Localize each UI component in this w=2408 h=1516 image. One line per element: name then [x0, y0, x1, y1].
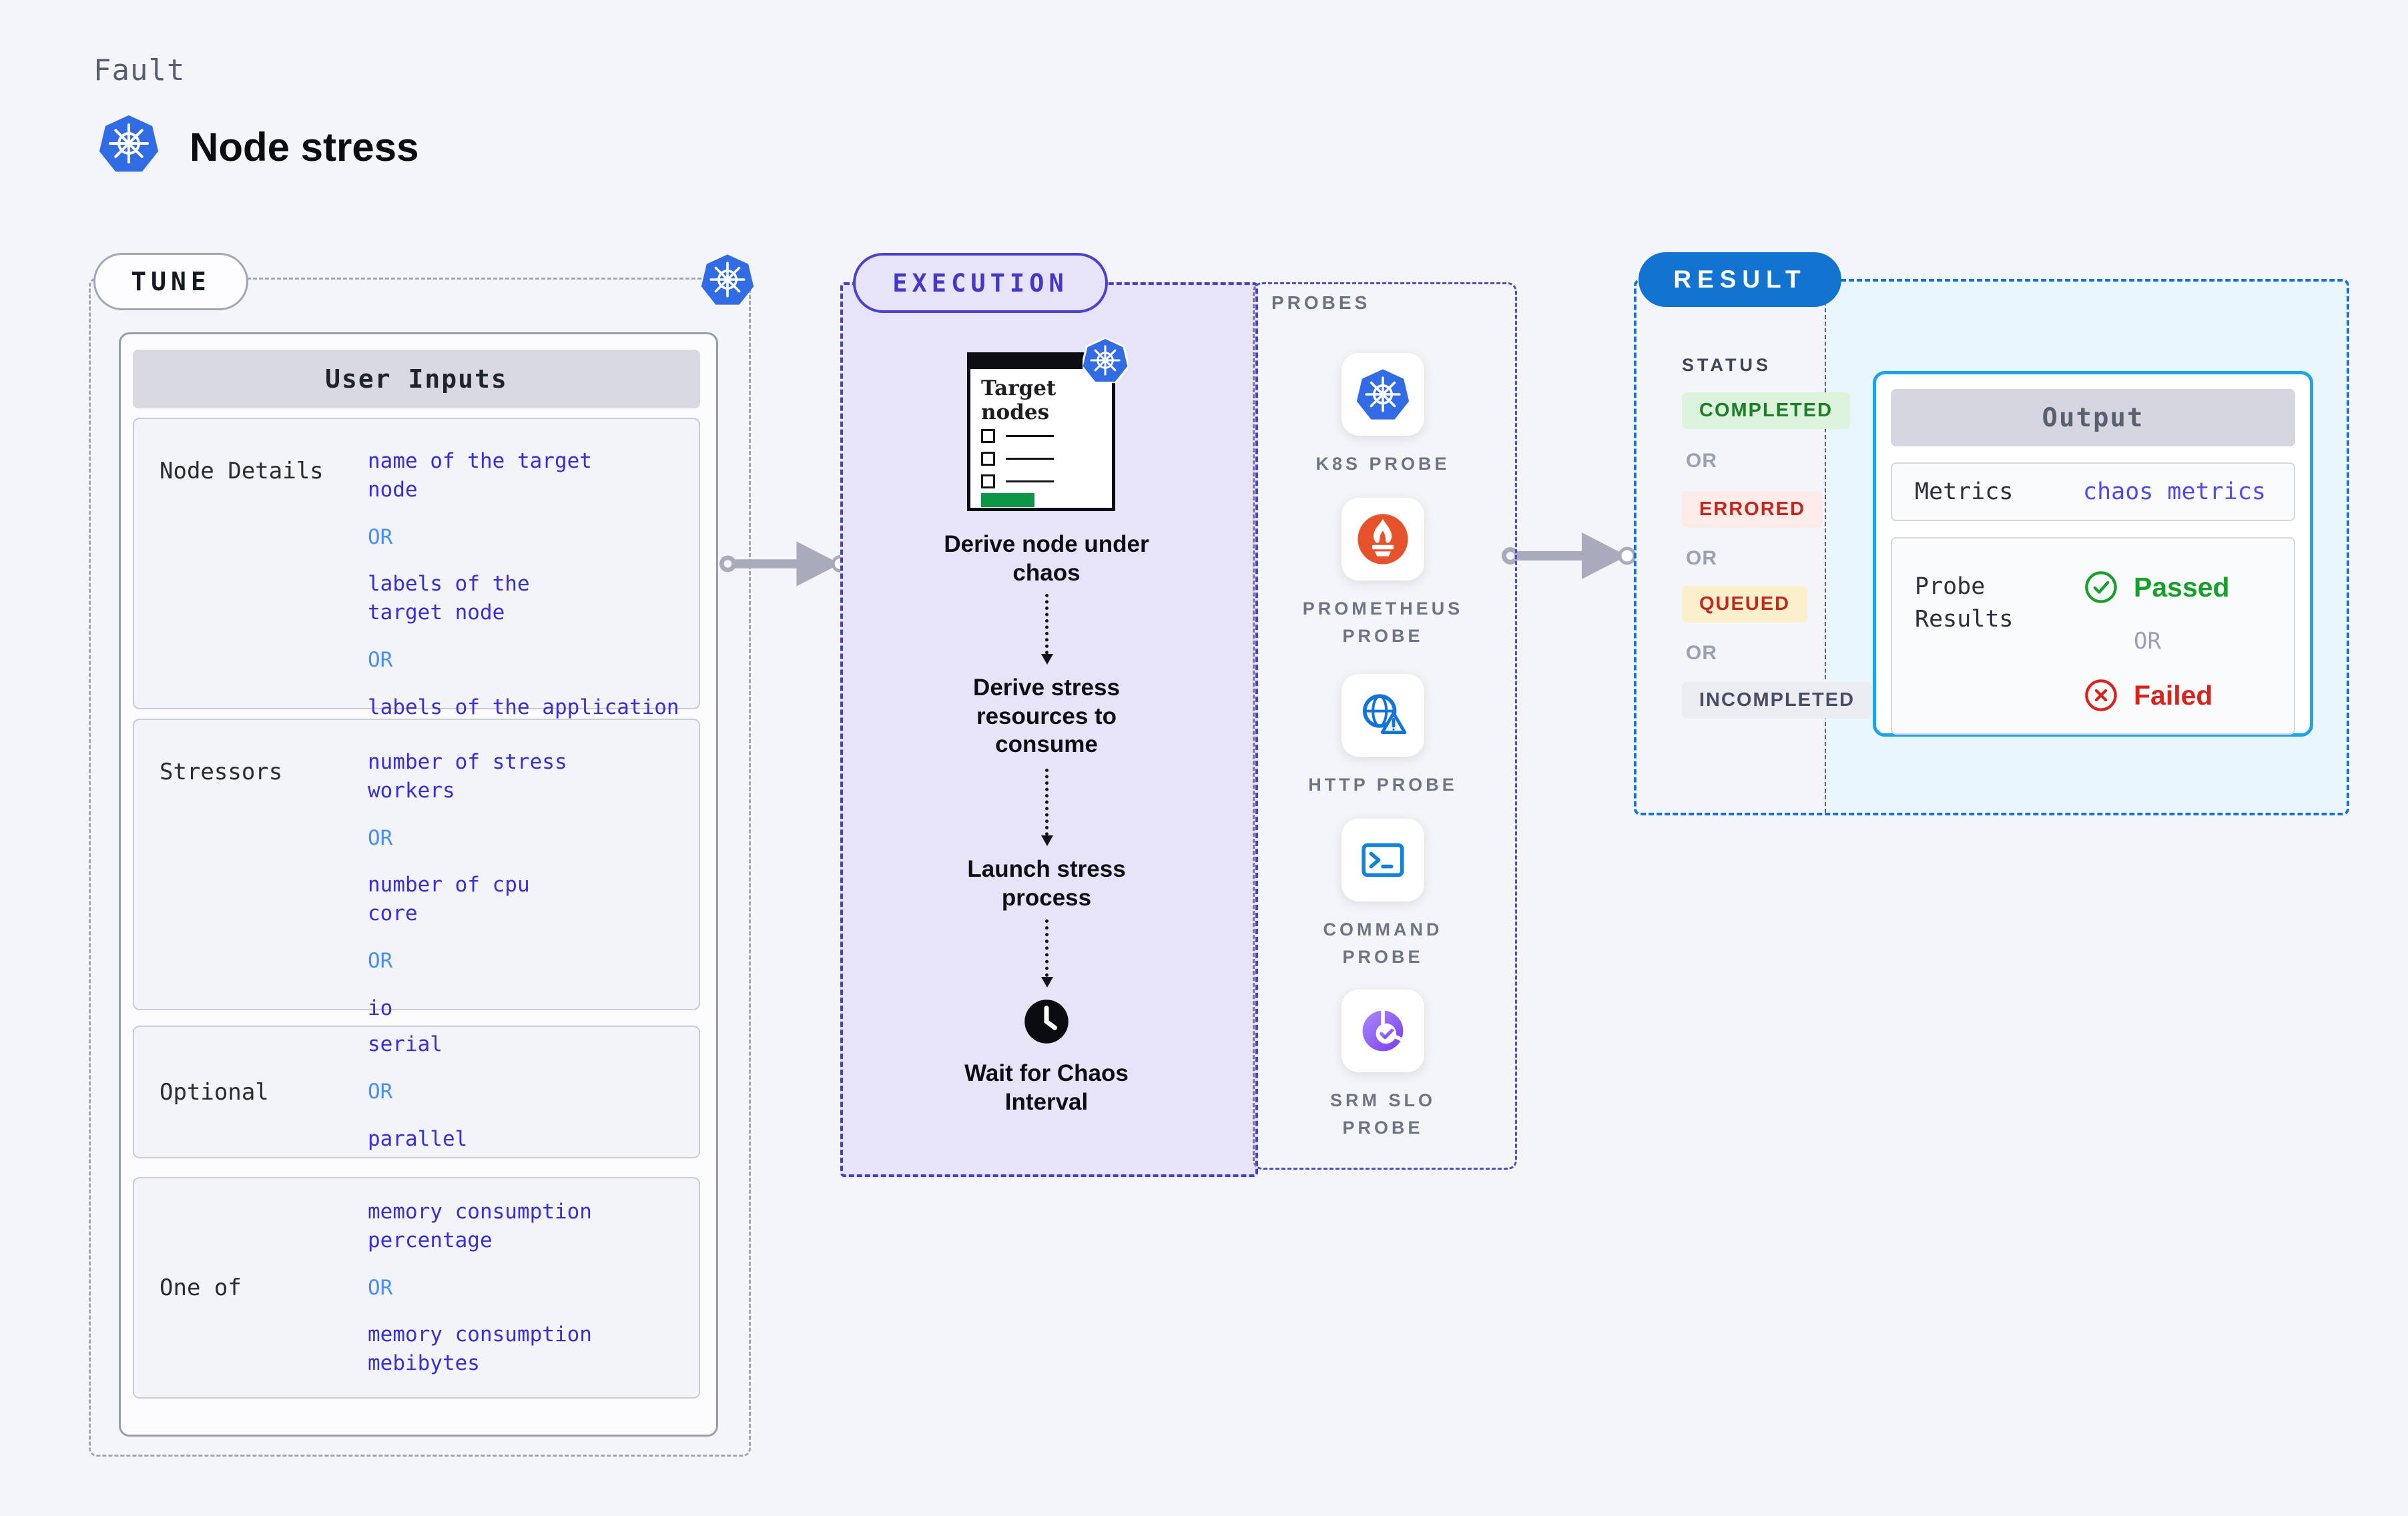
or-separator: OR [1686, 547, 1717, 569]
metrics-label: Metrics [1915, 478, 2014, 505]
probe-name: HTTP PROBE [1308, 775, 1458, 795]
globe-warning-icon [1356, 689, 1410, 742]
failed-line: Failed [2083, 677, 2230, 713]
probe-item: PROMETHEUS PROBE [1253, 498, 1513, 649]
list-line [1006, 480, 1054, 482]
dotted-arrow-down-icon [1041, 594, 1053, 665]
input-option: memory consumption percentage [368, 1200, 592, 1252]
input-option: parallel [368, 1126, 468, 1151]
input-option: number of stress workers [368, 750, 567, 803]
dotted-arrow-down-icon [1041, 919, 1053, 988]
green-button-shape [981, 493, 1034, 507]
probe-item: K8S PROBE [1253, 353, 1513, 478]
probe-name: COMMAND PROBE [1323, 919, 1443, 967]
status-badge-incompleted: INCOMPLETED [1682, 682, 1873, 719]
passed-line: Passed [2083, 569, 2230, 605]
row-stressors: Stressors number of stress workers OR nu… [133, 719, 700, 1020]
tune-badge: TUNE [93, 253, 248, 310]
execution-step: Launch stress process [967, 856, 1126, 911]
or-separator: OR [368, 647, 393, 672]
input-option: memory consumption mebibytes [368, 1322, 592, 1376]
result-badge: RESULT [1638, 252, 1841, 307]
input-option: io [368, 996, 393, 1020]
row-label: Stressors [160, 759, 283, 785]
list-line [1006, 458, 1054, 460]
or-separator: OR [1686, 450, 1717, 472]
fault-eyebrow: Fault [93, 53, 186, 87]
row-optional: Optional serial OR parallel [133, 1026, 700, 1158]
output-header: Output [1891, 389, 2295, 446]
probes-section-box [1253, 282, 1517, 1170]
probe-card [1341, 674, 1424, 757]
clock-icon [1020, 996, 1073, 1048]
probe-item: HTTP PROBE [1253, 674, 1513, 799]
row-label: One of [160, 1274, 242, 1301]
x-circle-icon [2083, 677, 2119, 713]
row-node-details: Node Details name of the target node OR … [133, 418, 700, 747]
failed-label: Failed [2134, 679, 2213, 711]
input-option: name of the target node [368, 449, 592, 502]
or-separator: OR [1686, 642, 1717, 664]
card-title-bar [970, 356, 1112, 369]
or-separator: OR [368, 1080, 393, 1104]
execution-badge: EXECUTION [853, 253, 1108, 313]
probe-name: PROMETHEUS PROBE [1302, 599, 1464, 646]
execution-step: Derive stress resources to consume [973, 675, 1120, 758]
probe-card [1341, 819, 1424, 901]
kubernetes-icon [1356, 368, 1410, 421]
input-option: labels of the target node [368, 572, 530, 625]
metrics-row: Metrics chaos metrics [1891, 462, 2295, 521]
flow-arrow-icon [1500, 526, 1643, 586]
input-option: serial [368, 1032, 442, 1057]
probe-card [1341, 353, 1424, 436]
slo-pie-check-icon [1356, 1004, 1410, 1058]
checkbox-icon [981, 429, 995, 443]
row-label: Node Details [160, 458, 324, 484]
terminal-icon [1356, 833, 1410, 887]
execution-step: Wait for Chaos Interval [964, 1060, 1129, 1115]
input-option: number of cpu core [368, 873, 530, 926]
probe-results-label: Probe Results [1915, 573, 2014, 633]
status-badge-completed: COMPLETED [1682, 392, 1851, 429]
or-separator: OR [2134, 628, 2161, 655]
probe-name: SRM SLO PROBE [1329, 1090, 1436, 1138]
dotted-arrow-down-icon [1041, 769, 1053, 846]
or-separator: OR [368, 948, 393, 973]
tune-section-box [89, 278, 751, 1457]
kubernetes-icon [99, 113, 159, 173]
probe-card [1341, 990, 1424, 1072]
checklist-row [981, 474, 1054, 488]
probes-label: PROBES [1271, 292, 1371, 313]
checklist-row [981, 429, 1054, 443]
probe-results-row: Probe Results Passed OR Failed [1891, 537, 2295, 735]
check-circle-icon [2083, 569, 2119, 605]
row-label: Optional [160, 1078, 269, 1106]
kubernetes-icon [701, 253, 754, 306]
or-separator: OR [368, 825, 393, 850]
output-card: Output Metrics chaos metrics Probe Resul… [1873, 371, 2313, 737]
list-line [1006, 435, 1054, 437]
kubernetes-icon [1083, 338, 1128, 383]
probe-card [1341, 498, 1424, 581]
checklist-row [981, 452, 1054, 466]
prometheus-icon [1356, 512, 1410, 566]
flow-arrow-icon [719, 534, 854, 594]
status-badge-errored: ERRORED [1682, 491, 1823, 528]
checkbox-icon [981, 474, 995, 488]
execution-step: Derive node under chaos [944, 531, 1149, 586]
status-label: STATUS [1682, 355, 1771, 375]
or-separator: OR [368, 524, 393, 549]
user-inputs-header: User Inputs [133, 350, 700, 408]
checkbox-icon [981, 452, 995, 466]
metrics-value: chaos metrics [2083, 478, 2266, 505]
passed-label: Passed [2134, 571, 2230, 603]
probe-item: SRM SLO PROBE [1253, 990, 1513, 1141]
probe-name: K8S PROBE [1315, 454, 1450, 474]
target-nodes-title: Target nodes [981, 376, 1057, 424]
or-separator: OR [368, 1275, 393, 1300]
status-badge-queued: QUEUED [1682, 586, 1808, 623]
probe-item: COMMAND PROBE [1253, 819, 1513, 970]
page-title: Node stress [190, 125, 419, 169]
row-one-of: One of memory consumption percentage OR … [133, 1177, 700, 1399]
